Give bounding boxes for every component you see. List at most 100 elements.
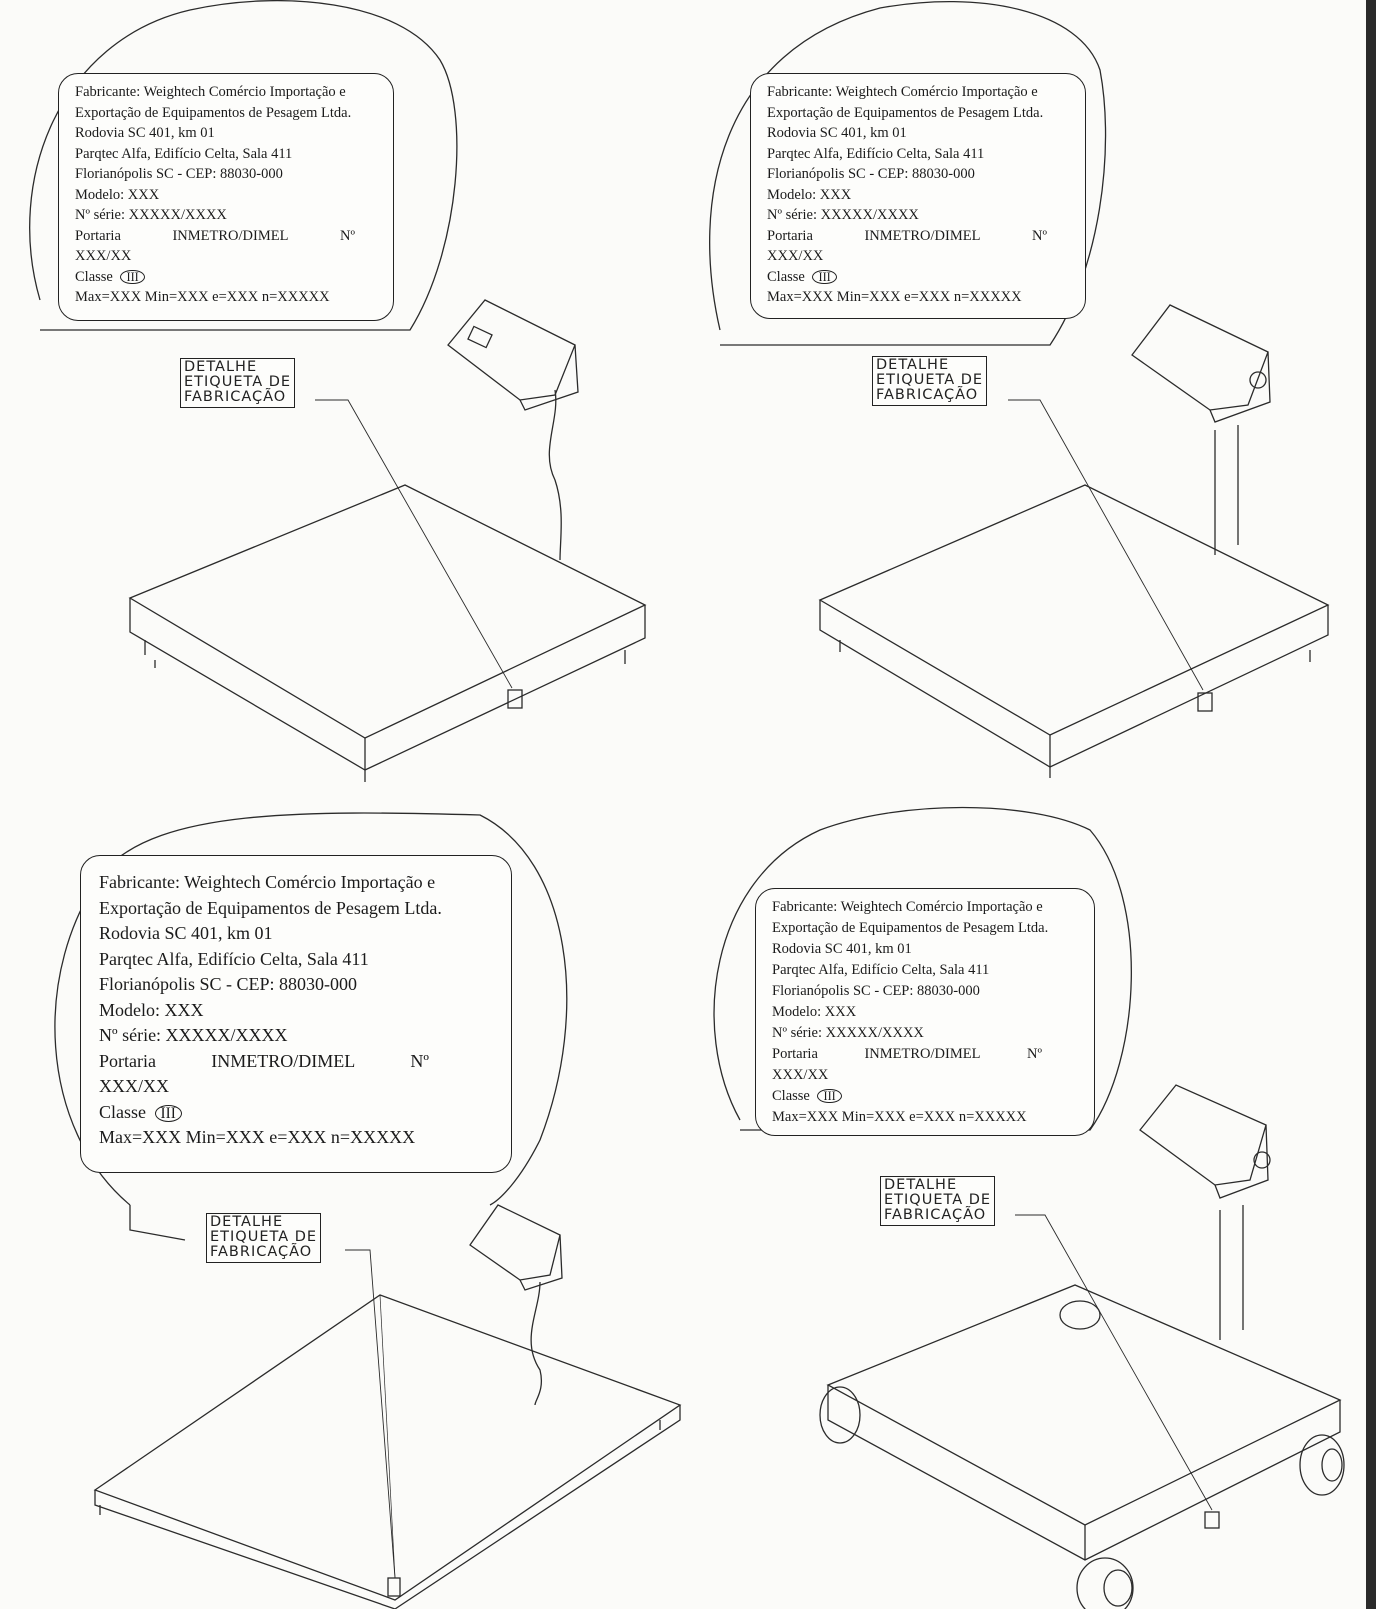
platform-4 bbox=[826, 1284, 1342, 1526]
classe-circle-icon: III bbox=[154, 1104, 182, 1122]
label-max: Max=XXX Min=XXX e=XXX n=XXXXX bbox=[772, 1109, 1027, 1125]
label-plate-3 bbox=[387, 1577, 401, 1597]
label-portaria: Portaria bbox=[75, 227, 121, 244]
label-modelo: Modelo: XXX bbox=[75, 186, 160, 203]
label-cidade: Florianópolis SC - CEP: 88030-000 bbox=[75, 166, 283, 182]
label-rodovia: Rodovia SC 401, km 01 bbox=[99, 923, 273, 943]
label-classe-row: Classe III bbox=[767, 267, 1071, 288]
detail-line-2: ETIQUETA DE bbox=[876, 372, 984, 389]
label-plate-1 bbox=[507, 689, 523, 709]
label-portaria-row: Portaria INMETRO/DIMEL Nº bbox=[99, 1049, 429, 1075]
detail-callout-4: DETALHE ETIQUETA DE FABRICAÇÃO bbox=[880, 1176, 996, 1226]
label-numero: Nº bbox=[410, 1050, 429, 1071]
detail-line-3: FABRICAÇÃO bbox=[184, 389, 287, 406]
detail-line-2: ETIQUETA DE bbox=[884, 1192, 992, 1209]
platform-3 bbox=[93, 1294, 682, 1601]
indicator-4 bbox=[1139, 1084, 1267, 1186]
label-modelo: Modelo: XXX bbox=[772, 1004, 857, 1020]
label-codigo: XXX/XX bbox=[767, 248, 824, 264]
leader-4 bbox=[1015, 1214, 1213, 1511]
manufacturer-label-3: Fabricante: Weightech Comércio Importaçã… bbox=[80, 855, 512, 1173]
manufacturer-label-4: Fabricante: Weightech Comércio Importaçã… bbox=[755, 888, 1095, 1136]
label-serie: Nº série: XXXXX/XXXX bbox=[772, 1025, 924, 1041]
label-modelo: Modelo: XXX bbox=[99, 999, 204, 1020]
label-numero: Nº bbox=[340, 227, 355, 244]
wheel-right bbox=[1299, 1434, 1345, 1496]
label-codigo: XXX/XX bbox=[99, 1076, 169, 1096]
detail-callout-3: DETALHE ETIQUETA DE FABRICAÇÃO bbox=[206, 1213, 322, 1263]
indicator-2 bbox=[1131, 304, 1269, 411]
label-classe-row: Classe III bbox=[99, 1100, 493, 1126]
label-serie: Nº série: XXXXX/XXXX bbox=[99, 1025, 288, 1045]
detail-callout-1: DETALHE ETIQUETA DE FABRICAÇÃO bbox=[180, 358, 296, 408]
label-inmetro: INMETRO/DIMEL bbox=[172, 227, 289, 244]
label-rodovia: Rodovia SC 401, km 01 bbox=[767, 125, 907, 141]
label-portaria-row: Portaria INMETRO/DIMEL Nº bbox=[772, 1044, 1042, 1065]
label-classe: Classe bbox=[772, 1088, 810, 1104]
classe-circle-icon: III bbox=[812, 269, 837, 284]
label-parqtec: Parqtec Alfa, Edifício Celta, Sala 411 bbox=[75, 145, 293, 162]
detail-line-1: DETALHE bbox=[210, 1214, 284, 1230]
label-exportacao: Exportação de Equipamentos de Pesagem Lt… bbox=[75, 104, 352, 121]
scan-edge bbox=[1366, 0, 1376, 1609]
indicator-1 bbox=[447, 299, 576, 401]
label-plate-4 bbox=[1204, 1511, 1220, 1529]
manufacturer-label-1: Fabricante: Weightech Comércio Importaçã… bbox=[58, 73, 394, 321]
label-numero: Nº bbox=[1032, 227, 1047, 244]
leader-3 bbox=[345, 1249, 396, 1579]
column-4 bbox=[1219, 1205, 1244, 1340]
detail-line-1: DETALHE bbox=[184, 359, 258, 375]
label-portaria-row: Portaria INMETRO/DIMEL Nº bbox=[767, 226, 1047, 247]
panel-3-drawing bbox=[54, 812, 682, 1609]
label-exportacao: Exportação de Equipamentos de Pesagem Lt… bbox=[772, 920, 1049, 936]
label-rodovia: Rodovia SC 401, km 01 bbox=[772, 941, 912, 957]
label-inmetro: INMETRO/DIMEL bbox=[864, 1046, 981, 1062]
label-serie: Nº série: XXXXX/XXXX bbox=[75, 207, 227, 223]
label-cidade: Florianópolis SC - CEP: 88030-000 bbox=[767, 166, 975, 182]
platform-2 bbox=[818, 484, 1330, 736]
label-portaria: Portaria bbox=[99, 1050, 156, 1071]
label-cidade: Florianópolis SC - CEP: 88030-000 bbox=[772, 983, 980, 999]
label-parqtec: Parqtec Alfa, Edifício Celta, Sala 411 bbox=[99, 948, 369, 969]
detail-line-2: ETIQUETA DE bbox=[210, 1229, 318, 1246]
magnifier-circle-3 bbox=[54, 812, 568, 1206]
label-portaria-row: Portaria INMETRO/DIMEL Nº bbox=[75, 226, 355, 247]
leader-1 bbox=[315, 399, 513, 689]
label-serie: Nº série: XXXXX/XXXX bbox=[767, 207, 919, 223]
detail-line-3: FABRICAÇÃO bbox=[884, 1207, 987, 1224]
wheel-front-left bbox=[1076, 1557, 1134, 1609]
label-fabricante: Fabricante: Weightech Comércio Importaçã… bbox=[772, 899, 1043, 915]
magnifier-circle-1 bbox=[29, 0, 458, 331]
label-max: Max=XXX Min=XXX e=XXX n=XXXXX bbox=[75, 289, 330, 305]
label-plate-2 bbox=[1197, 692, 1213, 712]
detail-line-1: DETALHE bbox=[876, 357, 950, 373]
label-max: Max=XXX Min=XXX e=XXX n=XXXXX bbox=[99, 1127, 416, 1147]
wheel-back-left bbox=[819, 1386, 861, 1444]
label-exportacao: Exportação de Equipamentos de Pesagem Lt… bbox=[767, 104, 1044, 121]
manufacturer-label-2: Fabricante: Weightech Comércio Importaçã… bbox=[750, 73, 1086, 319]
indicator-3 bbox=[469, 1204, 561, 1281]
label-modelo: Modelo: XXX bbox=[767, 186, 852, 203]
label-portaria: Portaria bbox=[767, 227, 813, 244]
detail-line-2: ETIQUETA DE bbox=[184, 374, 292, 391]
label-codigo: XXX/XX bbox=[772, 1067, 829, 1083]
label-inmetro: INMETRO/DIMEL bbox=[211, 1050, 356, 1071]
label-cidade: Florianópolis SC - CEP: 88030-000 bbox=[99, 974, 358, 994]
detail-line-1: DETALHE bbox=[884, 1177, 958, 1193]
detail-line-3: FABRICAÇÃO bbox=[876, 387, 979, 404]
label-fabricante: Fabricante: Weightech Comércio Importaçã… bbox=[767, 84, 1038, 100]
leader-2 bbox=[1008, 399, 1204, 691]
detail-line-3: FABRICAÇÃO bbox=[210, 1244, 313, 1261]
classe-circle-icon: III bbox=[817, 1089, 842, 1104]
detail-callout-2: DETALHE ETIQUETA DE FABRICAÇÃO bbox=[872, 356, 988, 406]
label-portaria: Portaria bbox=[772, 1046, 818, 1062]
label-classe: Classe bbox=[767, 268, 805, 285]
classe-circle-icon: III bbox=[120, 269, 145, 284]
magnifier-circle-4 bbox=[713, 806, 1132, 1131]
label-parqtec: Parqtec Alfa, Edifício Celta, Sala 411 bbox=[772, 962, 990, 978]
label-rodovia: Rodovia SC 401, km 01 bbox=[75, 125, 215, 141]
label-parqtec: Parqtec Alfa, Edifício Celta, Sala 411 bbox=[767, 145, 985, 162]
label-fabricante: Fabricante: Weightech Comércio Importaçã… bbox=[99, 872, 436, 892]
column-2 bbox=[1214, 425, 1239, 555]
